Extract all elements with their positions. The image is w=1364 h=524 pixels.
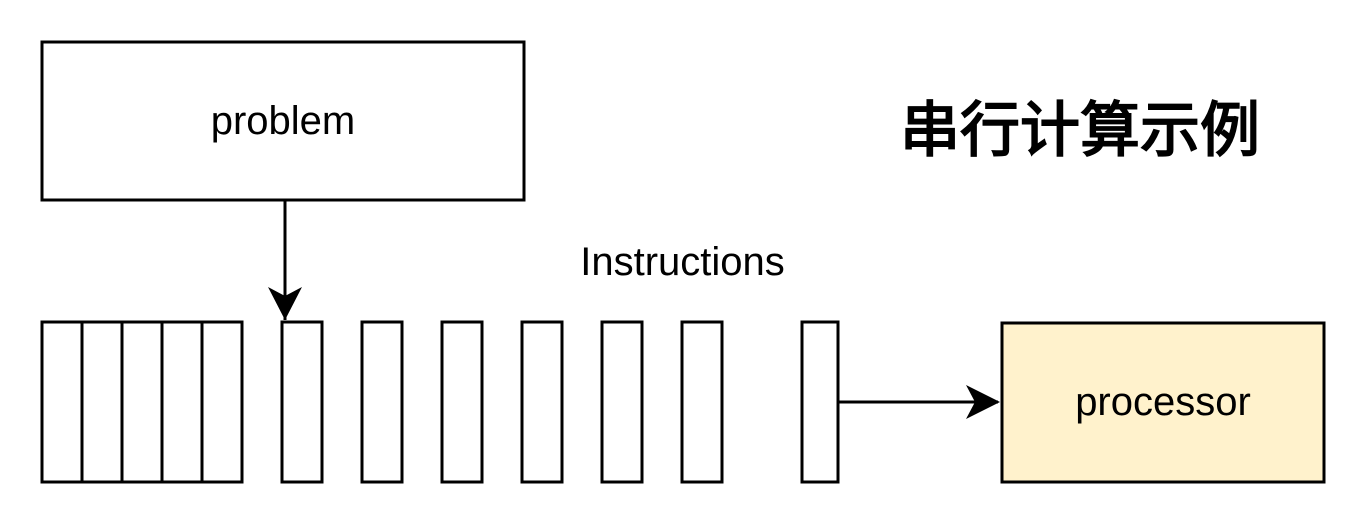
instruction-cell [280, 320, 324, 484]
diagram-title: 串行计算示例 [900, 96, 1260, 166]
instruction-cell [80, 320, 124, 484]
instruction-cell [520, 320, 564, 484]
problem-label: problem [210, 98, 356, 143]
arrowhead-down [268, 287, 302, 320]
instruction-cell [360, 320, 404, 484]
instruction-cell [800, 320, 840, 484]
instruction-cell [440, 320, 484, 484]
arrowhead-right [966, 385, 1000, 419]
instruction-cell [680, 320, 724, 484]
processor-label: processor [1075, 380, 1251, 424]
instruction-cell [160, 320, 204, 484]
processor-box [1000, 321, 1326, 484]
instruction-cell [40, 320, 84, 484]
instruction-cell [600, 320, 644, 484]
instruction-queue [40, 320, 840, 484]
instruction-cell [200, 320, 244, 484]
instruction-cell [120, 320, 164, 484]
instructions-label: Instructions [580, 240, 785, 284]
problem-box [40, 40, 526, 202]
